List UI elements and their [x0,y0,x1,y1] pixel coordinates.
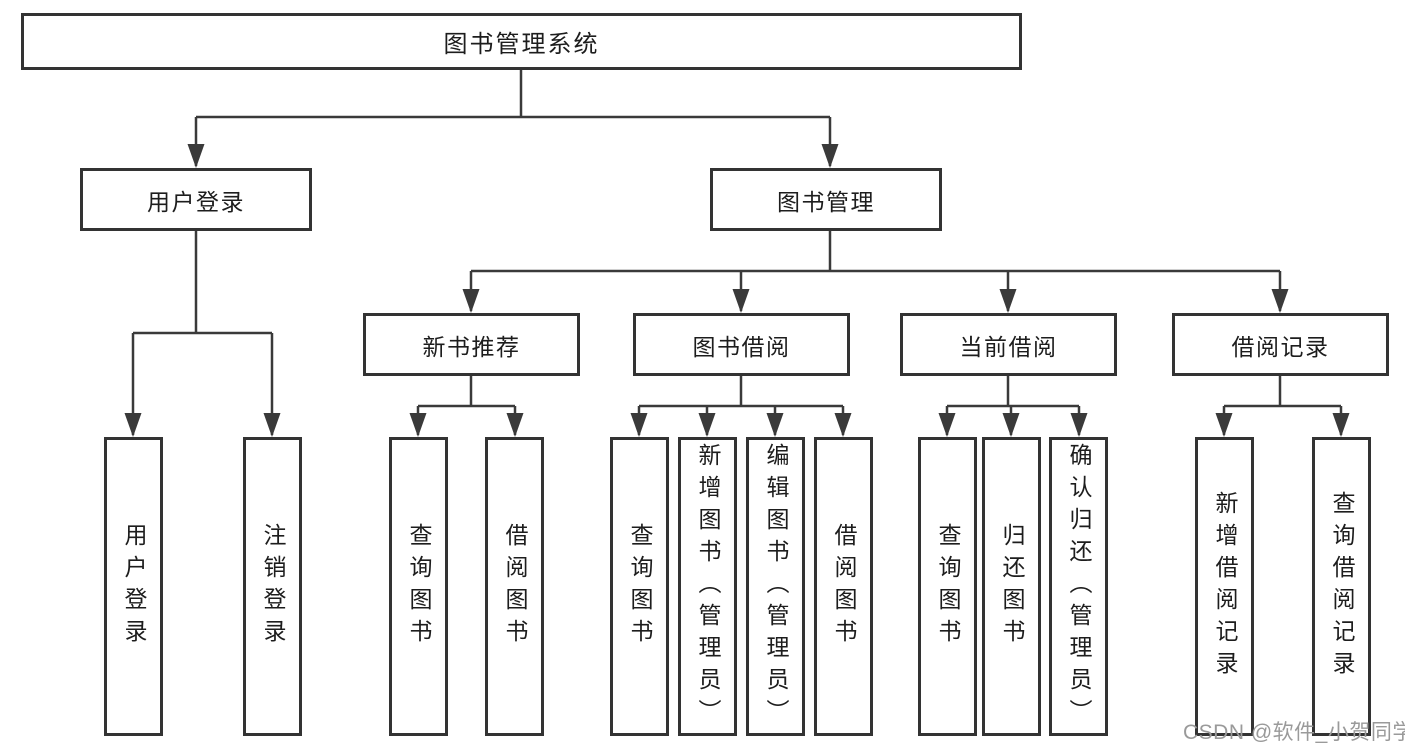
node-label: 注销登录 [260,522,286,651]
leaf-return-books: 归还图书 [982,437,1041,736]
leaf-add-borrow-record: 新增借阅记录 [1195,437,1254,736]
leaf-borrow-books-recommend: 借阅图书 [485,437,544,736]
node-label: 借阅图书 [831,522,857,651]
node-label: 借阅记录 [1231,333,1330,360]
leaf-confirm-return-admin: 确认归还（管理员） [1049,437,1108,736]
leaf-user-login: 用户登录 [104,437,163,736]
node-label: 编辑图书（管理员） [763,442,789,731]
node-label: 当前借阅 [959,333,1058,360]
node-label: 图书管理 [777,188,875,215]
watermark: CSDN @软件_小贺同学 [1183,721,1405,744]
node-label: 查询图书 [627,522,653,651]
leaf-query-borrow-record: 查询借阅记录 [1312,437,1371,736]
node-label: 用户登录 [147,188,245,215]
node-label: 借阅图书 [502,522,528,651]
node-label: 图书借阅 [692,333,791,360]
leaf-add-books-admin: 新增图书（管理员） [678,437,737,736]
node-label: 新增图书（管理员） [695,442,721,731]
node-new-book-recommend: 新书推荐 [363,313,580,376]
node-label: 新书推荐 [422,333,521,360]
leaf-logout: 注销登录 [243,437,302,736]
node-root-system: 图书管理系统 [21,13,1022,70]
node-current-borrowing: 当前借阅 [900,313,1117,376]
node-book-management: 图书管理 [710,168,942,231]
leaf-edit-books-admin: 编辑图书（管理员） [746,437,805,736]
node-label: 归还图书 [999,522,1025,651]
leaf-query-books-current: 查询图书 [918,437,977,736]
node-label: 用户登录 [121,522,147,651]
node-label: 查询图书 [935,522,961,651]
node-label: 新增借阅记录 [1212,490,1238,683]
node-user-login: 用户登录 [80,168,312,231]
node-label: 查询借阅记录 [1329,490,1355,683]
node-label: 图书管理系统 [443,31,600,58]
leaf-borrow-books: 借阅图书 [814,437,873,736]
leaf-query-books-borrow: 查询图书 [610,437,669,736]
node-borrowing-records: 借阅记录 [1172,313,1389,376]
leaf-query-books-recommend: 查询图书 [389,437,448,736]
node-book-borrowing: 图书借阅 [633,313,850,376]
node-label: 确认归还（管理员） [1066,442,1092,731]
node-label: 查询图书 [406,522,432,651]
